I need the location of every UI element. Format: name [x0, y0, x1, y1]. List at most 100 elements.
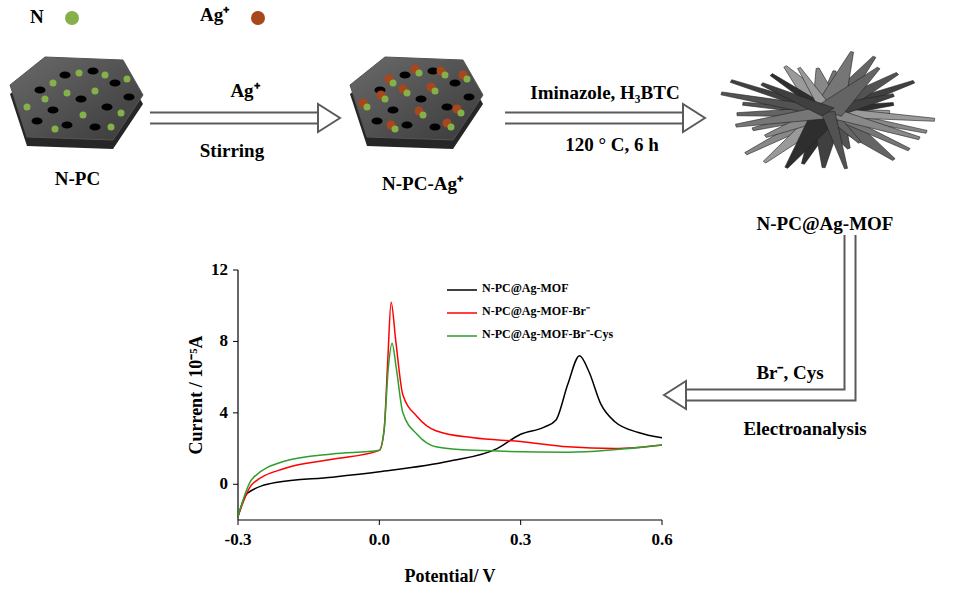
legend-swatch — [65, 11, 79, 25]
pore — [442, 103, 453, 110]
carbon-plate — [350, 57, 483, 149]
condition-text: Electroanalysis — [743, 418, 866, 440]
tick — [379, 520, 380, 525]
nitrogen-dot — [80, 112, 87, 119]
nitrogen-dot — [382, 96, 389, 103]
legend-line — [447, 289, 477, 291]
nitrogen-dot — [92, 88, 99, 95]
legend-text: N-PC@Ag-MOF-Br⁻-Cys — [482, 328, 613, 342]
pore — [388, 106, 399, 113]
pore — [110, 79, 121, 86]
nitrogen-dot — [392, 126, 399, 133]
mof-sheet — [761, 83, 834, 116]
arrow-outline — [685, 235, 850, 395]
tick-label: 0.6 — [651, 530, 672, 550]
tick — [233, 412, 238, 413]
nitrogen-dot — [118, 110, 125, 117]
nitrogen-dot — [108, 124, 115, 131]
nitrogen-dot — [448, 124, 455, 131]
legend-line — [447, 335, 477, 337]
nitrogen-dot — [42, 96, 49, 103]
axis-title: Potential/ V — [404, 566, 495, 587]
nitrogen-dot — [390, 80, 397, 87]
pore — [102, 103, 113, 110]
nitrogen-dot — [404, 90, 411, 97]
reagent-label: Br⁻, Cys — [756, 362, 823, 384]
tick-label: 12 — [211, 260, 228, 280]
material-node: N-PC@Ag-MOF — [705, 35, 945, 235]
material-name: N-PC — [5, 168, 150, 190]
arrow-inner — [150, 114, 319, 123]
legend-text: Ag⁺ — [200, 4, 229, 26]
arrow-head — [664, 381, 686, 409]
pore — [450, 79, 461, 86]
tick-label: 4 — [220, 403, 229, 423]
material-name: N-PC-Ag⁺ — [340, 173, 505, 195]
tick — [238, 520, 239, 525]
pore — [88, 67, 99, 74]
condition-text: 120 ° C, 6 h — [565, 134, 659, 156]
pore — [400, 71, 411, 78]
axis-title: Current / 10⁻⁵A — [186, 335, 207, 454]
nitrogen-dot — [52, 126, 59, 133]
cv-curve — [238, 356, 662, 517]
process-arrow — [150, 104, 340, 132]
arrow-outline — [150, 112, 319, 125]
nitrogen-dot — [432, 88, 439, 95]
pore — [48, 106, 59, 113]
legend-text: N-PC@Ag-MOF — [482, 282, 568, 296]
tick — [233, 270, 238, 271]
tick — [233, 484, 238, 485]
tick-label: 0.3 — [510, 530, 531, 550]
tick — [662, 520, 663, 525]
plate-face — [10, 57, 143, 140]
nitrogen-dot — [458, 110, 465, 117]
nitrogen-dot — [76, 70, 83, 77]
condition-text: Stirring — [200, 140, 264, 162]
process-arrow — [505, 104, 705, 132]
arrow-inner — [505, 114, 684, 123]
pore — [124, 93, 135, 100]
arrow-head — [318, 104, 340, 132]
tick — [233, 341, 238, 342]
nitrogen-dot — [64, 90, 71, 97]
pore — [372, 117, 383, 124]
cv-curve — [238, 343, 662, 516]
carbon-plate — [10, 57, 143, 149]
cv-curve — [238, 302, 662, 516]
mof-sheets — [721, 52, 935, 169]
arrow-inner — [685, 235, 850, 395]
material-node: N-PC-Ag⁺ — [340, 50, 505, 195]
process-arrow — [664, 235, 850, 409]
nitrogen-dot — [416, 70, 423, 77]
pore — [62, 121, 73, 128]
reagent-label: Iminazole, H₃BTC — [530, 82, 679, 104]
nitrogen-dot — [124, 76, 131, 83]
nitrogen-dot — [50, 80, 57, 87]
legend-text: N — [30, 6, 44, 28]
nitrogen-dot — [102, 72, 109, 79]
pore — [76, 95, 87, 102]
mof-sheet — [821, 111, 847, 168]
chart-frame: Current / 10⁻⁵APotential/ V — [238, 270, 662, 520]
pore — [416, 95, 427, 102]
nitrogen-dot — [420, 112, 427, 119]
nitrogen-dot — [24, 104, 31, 111]
pore — [35, 86, 46, 93]
legend-line — [447, 312, 477, 314]
material-node: N-PC — [5, 50, 150, 190]
pore — [464, 93, 475, 100]
pore — [402, 121, 413, 128]
pore — [32, 117, 43, 124]
pore — [430, 123, 441, 130]
nitrogen-dot — [364, 104, 371, 111]
tick-label: 8 — [220, 332, 229, 352]
reagent-label: Ag⁺ — [230, 80, 259, 102]
legend-text: N-PC@Ag-MOF-Br⁻ — [482, 305, 590, 319]
pore — [60, 71, 71, 78]
plate-face — [350, 57, 483, 140]
material-name: N-PC@Ag-MOF — [705, 213, 945, 235]
tick-label: 0 — [220, 475, 229, 495]
arrow-head — [683, 104, 705, 132]
